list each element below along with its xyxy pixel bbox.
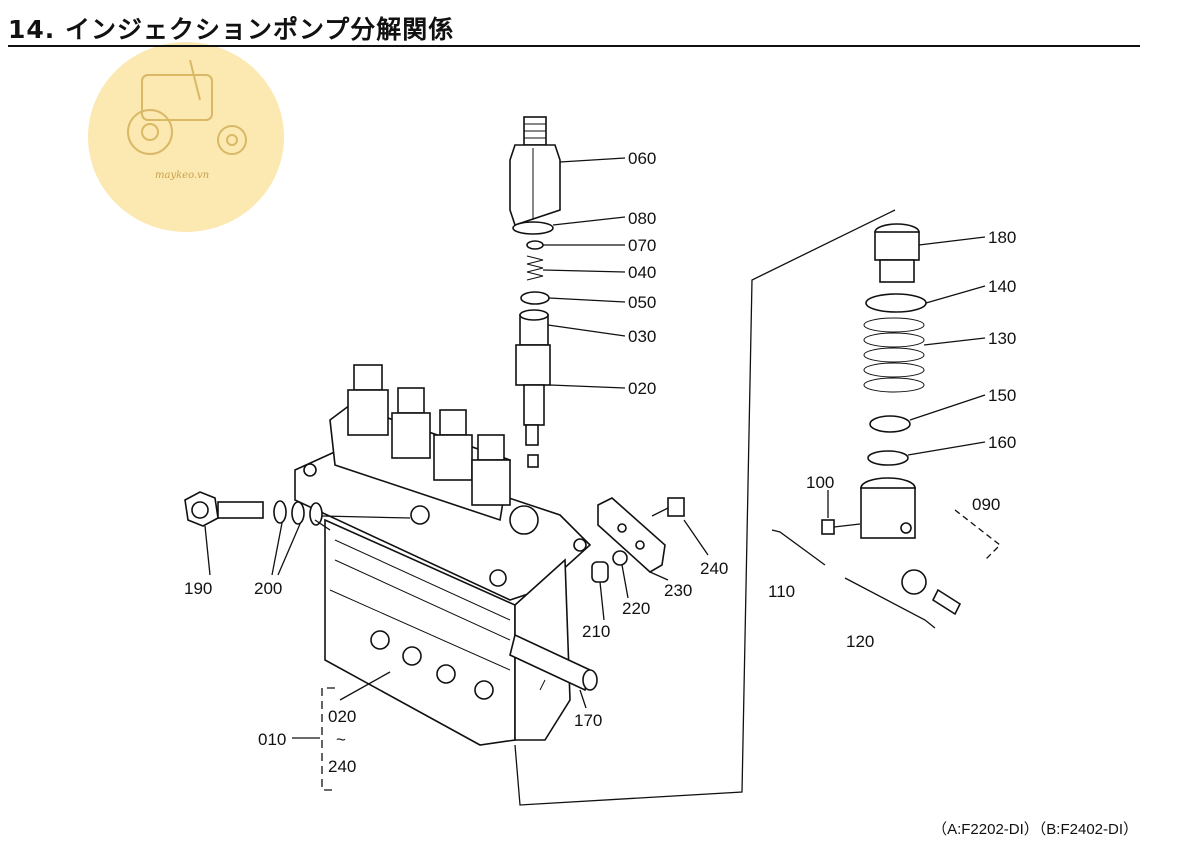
gasket-050 <box>520 291 550 305</box>
callout-020: 020 <box>628 379 656 398</box>
callout-030: 030 <box>628 327 656 346</box>
tractor-icon <box>127 59 247 155</box>
outlet-fittings <box>347 364 511 506</box>
callout-140: 140 <box>988 277 1016 296</box>
callout-100: 100 <box>806 473 834 492</box>
rod-120 <box>844 577 936 629</box>
callout-210: 210 <box>582 622 610 641</box>
callout-230: 230 <box>664 581 692 600</box>
spring-130 <box>863 317 925 393</box>
page-title: 14. インジェクションポンプ分解関係 <box>8 15 455 44</box>
delivery-valve-holder <box>509 116 561 235</box>
callout-060: 060 <box>628 149 656 168</box>
range-from: 020 <box>328 707 356 726</box>
pin-110 <box>771 529 826 566</box>
callout-180: 180 <box>988 228 1016 247</box>
callout-090: 090 <box>972 495 1000 514</box>
assembly-bracket <box>514 209 896 806</box>
plate-230 <box>597 497 666 573</box>
callout-080: 080 <box>628 209 656 228</box>
callout-110: 110 <box>768 582 795 601</box>
valve-020 <box>515 344 551 468</box>
washer-200a <box>273 500 287 524</box>
decor <box>314 519 331 531</box>
range-to: 240 <box>328 757 356 776</box>
seat-150 <box>869 415 911 433</box>
callout-200: 200 <box>254 579 282 598</box>
callout-190: 190 <box>184 579 212 598</box>
screw-100 <box>821 519 861 535</box>
callout-070: 070 <box>628 236 656 255</box>
range-tilde: ~ <box>336 730 346 749</box>
bolt-240 <box>651 497 685 517</box>
roller-090 <box>901 569 962 616</box>
bracket-090 <box>954 509 1001 561</box>
callout-040: 040 <box>628 263 656 282</box>
watermark-text: maykeo.vn <box>155 170 209 181</box>
callout-130: 130 <box>988 329 1016 348</box>
housing-090 <box>860 477 916 539</box>
callout-240: 240 <box>700 559 728 578</box>
title-rule <box>8 45 1140 47</box>
leader-lines <box>204 157 986 739</box>
valve-030 <box>519 309 549 346</box>
callout-170: 170 <box>574 711 602 730</box>
callout-010: 010 <box>258 730 286 749</box>
banjo-bolt-190 <box>184 491 264 527</box>
washer-220 <box>612 550 628 566</box>
disc-160 <box>867 450 909 466</box>
cap-180 <box>874 223 920 283</box>
model-footnote: （A:F2202-DI）（B:F2402-DI） <box>932 821 1138 838</box>
ring-140 <box>865 293 927 313</box>
washer-200b <box>291 501 305 525</box>
plug-210 <box>591 561 609 583</box>
callout-050: 050 <box>628 293 656 312</box>
washer-070 <box>526 240 544 250</box>
callout-150: 150 <box>988 386 1016 405</box>
callout-120: 120 <box>846 632 874 651</box>
callout-220: 220 <box>622 599 650 618</box>
callout-160: 160 <box>988 433 1016 452</box>
washer-200c <box>309 502 323 526</box>
watermark-logo <box>88 42 284 232</box>
range-bracket <box>321 687 335 791</box>
spring-040 <box>526 255 544 281</box>
